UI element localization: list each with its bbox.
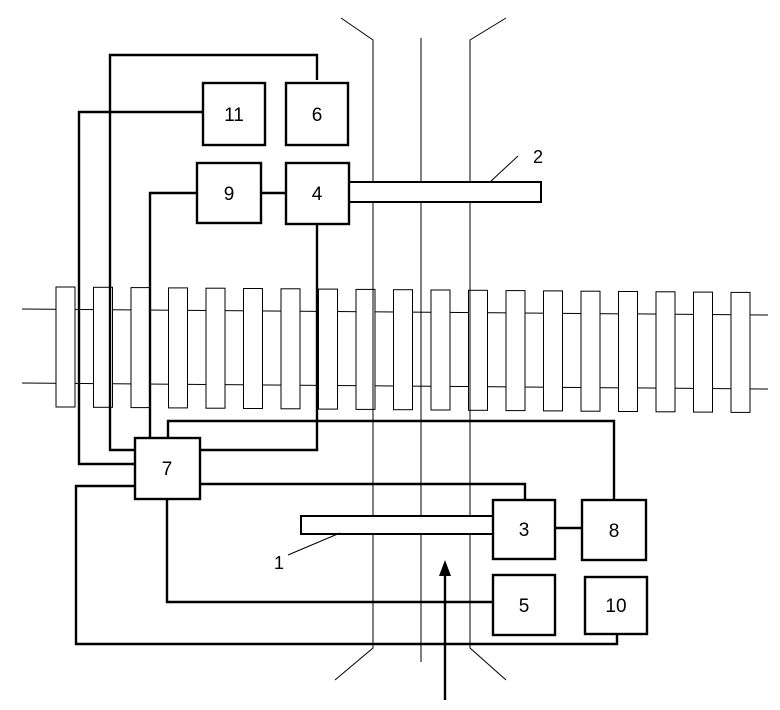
- leader-1: [288, 533, 340, 555]
- block-4-label: 4: [312, 184, 323, 205]
- callout-2-label: 2: [533, 147, 543, 167]
- block-9-label: 9: [224, 184, 235, 205]
- sleeper: [656, 292, 675, 412]
- sleeper: [731, 292, 750, 412]
- block-10: 10: [585, 577, 647, 634]
- sleeper: [56, 287, 75, 407]
- sleeper: [356, 289, 375, 409]
- block-5: 5: [493, 575, 555, 635]
- sensor-bar-2: [349, 182, 541, 202]
- block-9: 9: [197, 163, 261, 223]
- block-5-label: 5: [519, 596, 530, 617]
- sleeper: [281, 289, 300, 409]
- sleeper: [131, 288, 150, 408]
- sleeper: [244, 289, 263, 409]
- block-7: 7: [135, 438, 200, 499]
- leader-2: [490, 156, 518, 182]
- sleeper: [544, 291, 563, 411]
- callout-1-label: 1: [274, 553, 284, 573]
- block-11: 11: [203, 83, 265, 145]
- block-4: 4: [286, 163, 349, 224]
- direction-arrow-icon: [439, 560, 451, 700]
- block-8-label: 8: [609, 521, 620, 542]
- block-8: 8: [582, 500, 646, 560]
- block-11-label: 11: [224, 105, 244, 126]
- sleeper: [469, 290, 488, 410]
- wire-7-3: [200, 484, 525, 500]
- sensor-bar-1: [301, 516, 493, 534]
- wire-7-8: [168, 421, 614, 500]
- block-3: 3: [493, 500, 555, 559]
- block-7-label: 7: [162, 459, 173, 480]
- sleeper: [169, 288, 188, 408]
- sleepers: [56, 287, 750, 412]
- sleeper: [619, 292, 638, 412]
- sleeper: [431, 290, 450, 410]
- sleeper: [506, 291, 525, 411]
- block-3-label: 3: [519, 520, 530, 541]
- sleeper: [581, 291, 600, 411]
- sleeper: [394, 290, 413, 410]
- sleeper: [694, 292, 713, 412]
- block-6: 6: [286, 83, 348, 145]
- sleeper: [206, 288, 225, 408]
- block-10-label: 10: [605, 596, 626, 617]
- block-6-label: 6: [312, 105, 323, 126]
- sleeper: [319, 289, 338, 409]
